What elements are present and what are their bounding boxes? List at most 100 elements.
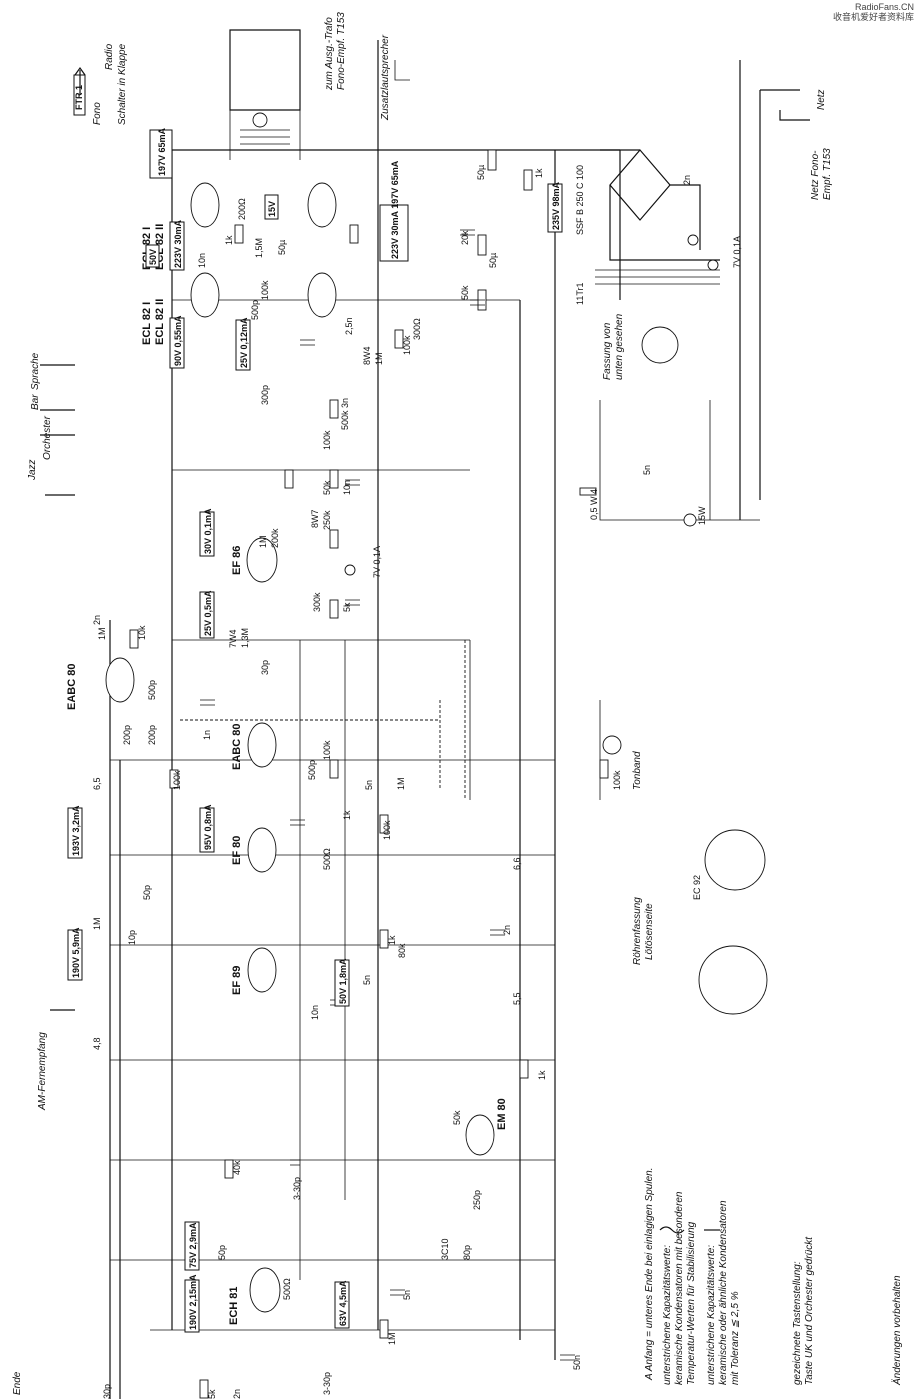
val-78: 0,5 W 4	[589, 489, 599, 520]
boxed-b15: 50V 1,8mA	[338, 958, 348, 1004]
watermark-line2: 收音机爱好者资料库	[832, 12, 914, 22]
tubes	[105, 182, 495, 1313]
capacitor	[390, 1289, 405, 1296]
boxed-b2: 15V	[267, 201, 277, 217]
tube-ecl82-d	[307, 272, 337, 318]
trafo-label: 11Tr1	[575, 282, 585, 305]
box-b4	[145, 244, 160, 268]
tube-ef86	[246, 537, 278, 583]
val-13: 2,5n	[344, 317, 354, 335]
resistor	[284, 469, 294, 489]
capacitor	[470, 299, 485, 306]
boxed-b12: 75V 2,9mA	[188, 1222, 198, 1268]
bar-label: Bar	[30, 394, 41, 410]
resistor	[394, 329, 404, 349]
tonband-socket	[602, 735, 622, 755]
capacitor	[345, 479, 360, 486]
val-60: 4,8	[92, 1037, 102, 1050]
tube-ecl82-a	[190, 182, 220, 228]
val-66: 80p	[462, 1245, 472, 1260]
netz-label: Netz	[816, 89, 827, 110]
val-39: 1n	[202, 730, 212, 740]
tube-ecl82-c	[190, 272, 220, 318]
val-55: 1k	[387, 935, 397, 945]
tube-ech81	[249, 1267, 281, 1313]
capacitor	[560, 1354, 575, 1361]
resistor	[234, 224, 244, 244]
note-anfang: A Anfang = unteres Ende bei einlagigen S…	[644, 1168, 655, 1381]
am-fern-label: AM-Fernempfang	[37, 1032, 48, 1111]
zusatz-label: Zusatzlautsprecher	[380, 34, 391, 121]
note2: unterstrichene Kapazitätswerte:	[706, 1245, 717, 1385]
fassung-label: Fassung von	[602, 322, 613, 380]
val-15: 100k	[402, 335, 412, 355]
val-4: 1k	[224, 235, 234, 245]
val-61: 1k	[537, 1070, 547, 1080]
resistor	[477, 234, 487, 256]
resistor	[169, 769, 179, 789]
note3: gezeichnete Tastenstellung:	[792, 1261, 803, 1385]
resistor	[329, 599, 339, 619]
box-b14	[334, 1281, 350, 1329]
unten-label: unten gesehen	[614, 313, 625, 380]
val-43: 500p	[307, 760, 317, 780]
val-71: 1M	[387, 1332, 397, 1345]
val-76: 3-30p	[322, 1372, 332, 1395]
boxed-b3: 223V 30mA	[173, 219, 183, 268]
val-58: 10n	[310, 1005, 320, 1020]
val-56: 80k	[397, 943, 407, 958]
val-73: 30p	[102, 1384, 112, 1399]
val-1: 50µ	[476, 165, 486, 180]
val-44: 5n	[364, 780, 374, 790]
val-5: 1,5M	[254, 238, 264, 258]
tube-name-ecl82-4: ECL 82 II	[154, 299, 166, 345]
val-54: 2n	[502, 925, 512, 935]
resistor	[224, 1159, 234, 1179]
boxed-b6: 25V 0,12mA	[239, 317, 249, 368]
resistor	[129, 629, 139, 649]
boxed-b8: 25V 0,5mA	[203, 590, 213, 636]
tube-ef80	[247, 827, 277, 873]
val-50: 6,6	[512, 857, 522, 870]
box-b1	[149, 129, 173, 179]
val-10: 20k	[460, 230, 470, 245]
roehrenfassung-label: Röhrenfassung	[632, 897, 643, 965]
tube-name-ef86: EF 86	[231, 546, 243, 575]
tube-name-ef80: EF 80	[231, 836, 243, 865]
val-48: 100k	[382, 820, 392, 840]
lamp	[707, 259, 719, 271]
tube-em80	[465, 1114, 495, 1156]
val-27: 1M	[258, 535, 268, 548]
val-77: 7V 0,1A	[732, 236, 742, 268]
box-b3	[169, 221, 185, 271]
ende-label: Ende	[12, 1371, 23, 1395]
capacitor	[200, 699, 215, 706]
val-33: 10k	[137, 625, 147, 640]
val-59: 5,5	[512, 992, 522, 1005]
capacitor	[345, 599, 360, 606]
val-57: 5n	[362, 975, 372, 985]
box-b10	[199, 807, 215, 853]
boxed-b5: 90V 0,55mA	[173, 315, 183, 366]
val-79: 15W	[697, 506, 707, 525]
capacitor	[290, 1159, 300, 1166]
val-52: 1M	[92, 917, 102, 930]
boxed-b14: 63V 4,5mA	[338, 1280, 348, 1326]
capacitor	[490, 929, 505, 936]
val-67: 3C10	[440, 1238, 450, 1260]
note2c: mit Toleranz ≦ 2,5 %	[730, 1291, 741, 1385]
netz-empf-label: Empf. T153	[822, 148, 833, 200]
val-7: 10n	[197, 253, 207, 268]
loetoesen-label: Lötösenseite	[644, 903, 655, 960]
val-81: 2n	[682, 175, 692, 185]
schalter-label: Schalter in Klappe	[117, 43, 128, 125]
val-22: 50k	[322, 480, 332, 495]
note1c: Temperatur-Werten für Stabilisierung	[686, 1221, 697, 1385]
tube-ef89	[247, 947, 277, 993]
box-b17	[379, 204, 409, 262]
val-14: 300Ω	[412, 318, 422, 340]
val-29: 1,3M	[240, 628, 250, 648]
val-64: 3-30p	[292, 1177, 302, 1200]
val-12: 50k	[460, 285, 470, 300]
